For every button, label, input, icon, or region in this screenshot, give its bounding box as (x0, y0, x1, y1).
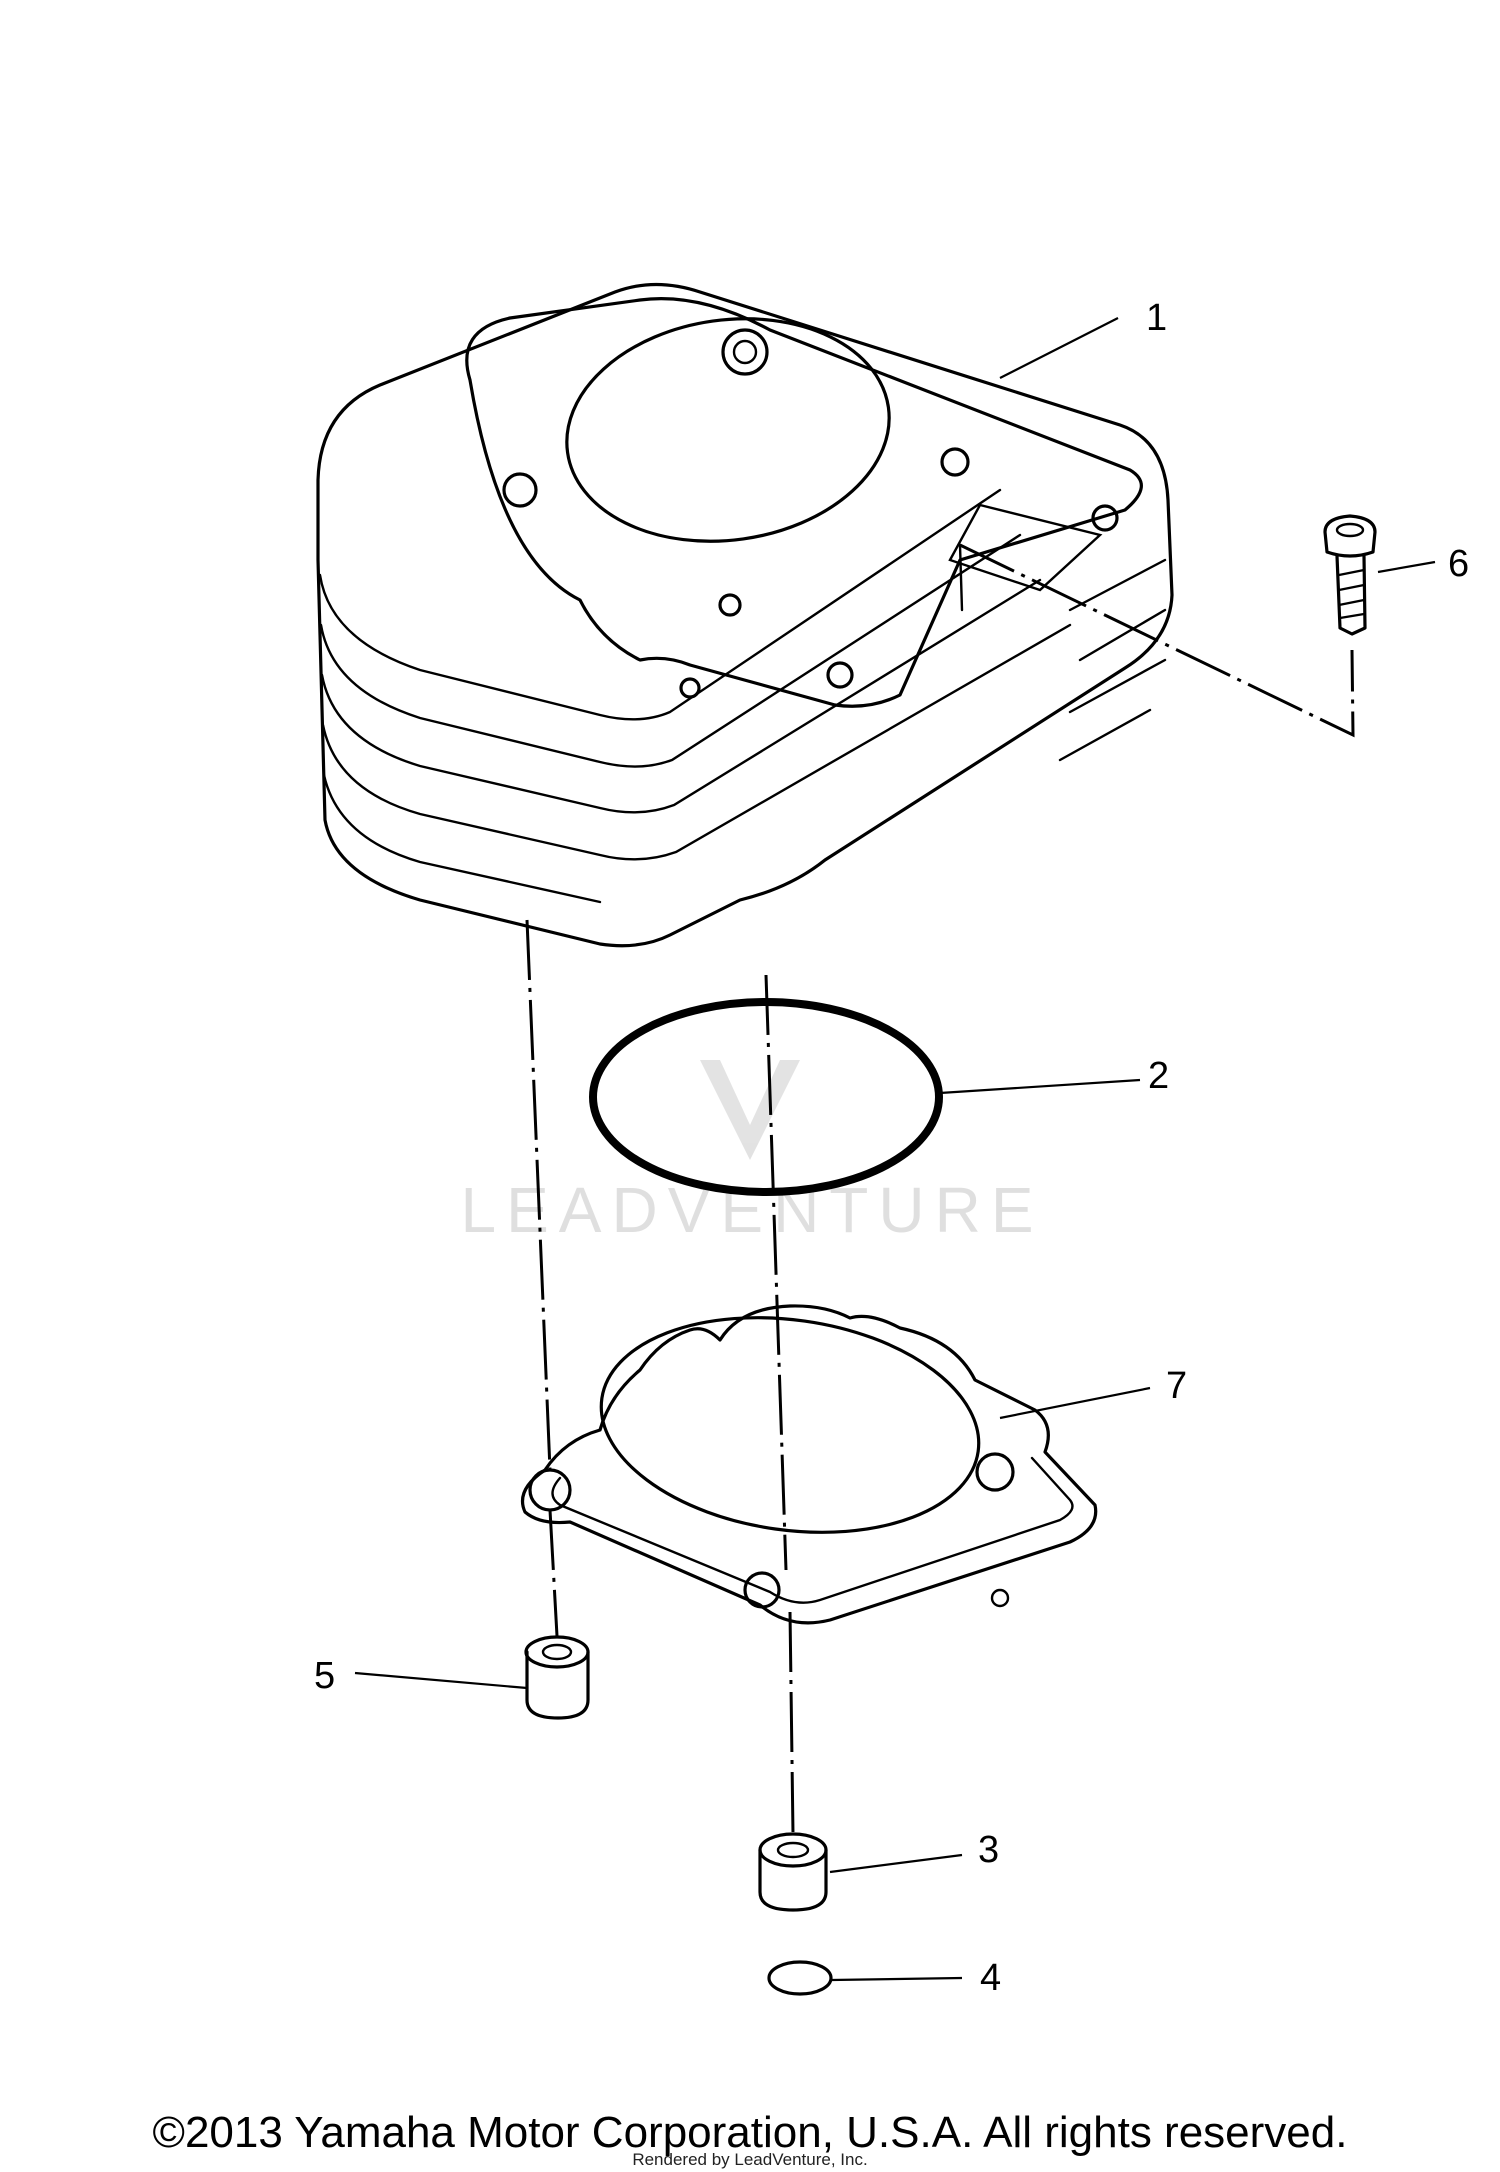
callout-3: 3 (978, 1829, 999, 1871)
watermark-logo-icon (700, 1060, 800, 1160)
copyright-notice: ©2013 Yamaha Motor Corporation, U.S.A. A… (152, 2108, 1348, 2157)
cylinder-part-1 (316, 282, 1174, 948)
gasket-part-7 (520, 1304, 1098, 1625)
callout-leaders (354, 317, 1436, 1982)
o-ring-part-4 (767, 1960, 833, 1996)
watermark-text: LEADVENTURE (461, 1174, 1044, 1246)
callout-6: 6 (1448, 543, 1469, 585)
rendered-by-notice: Rendered by LeadVenture, Inc. (632, 2150, 868, 2169)
callout-2: 2 (1148, 1055, 1169, 1097)
assembly-center-lines (525, 543, 1355, 1835)
dowel-pin-part-5 (524, 1635, 590, 1720)
watermark: LEADVENTURE (461, 1060, 1044, 1246)
dowel-pin-part-3 (758, 1832, 828, 1912)
callout-4: 4 (980, 1957, 1001, 1999)
bolt-part-6 (1323, 514, 1377, 636)
callout-1: 1 (1146, 297, 1167, 339)
callout-7: 7 (1166, 1365, 1187, 1407)
callout-5: 5 (314, 1655, 335, 1697)
